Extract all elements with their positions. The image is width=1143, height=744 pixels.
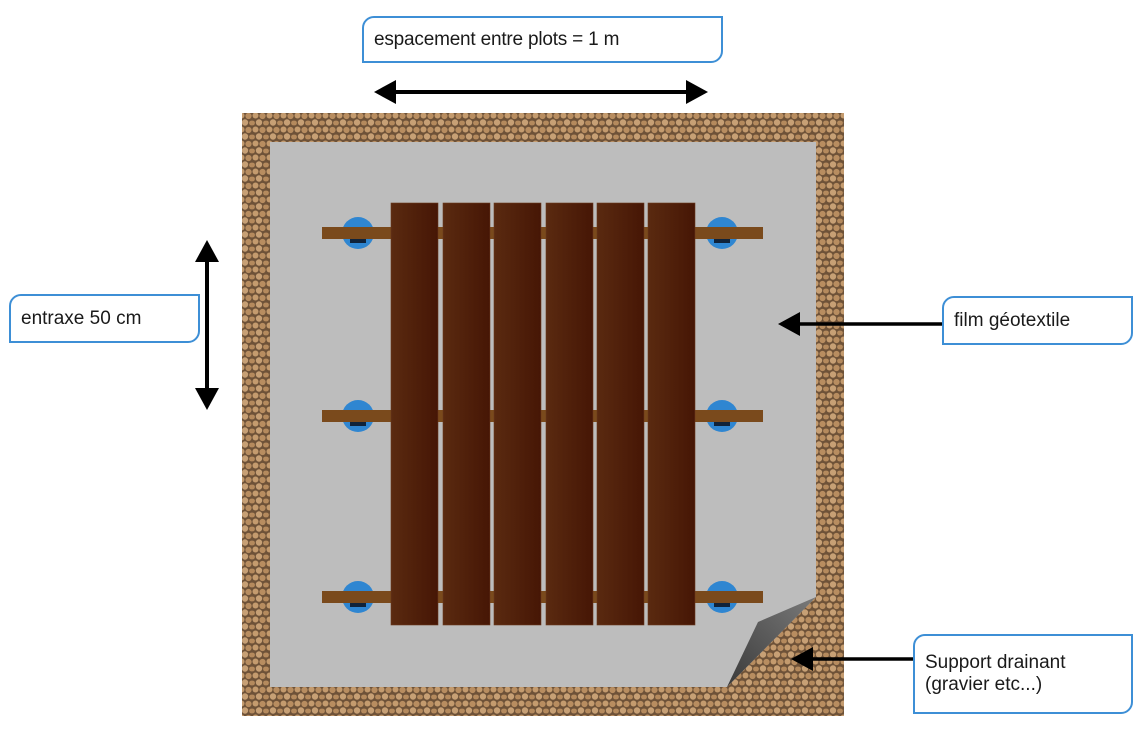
joist [322, 410, 763, 422]
entraxe-arrow [195, 240, 219, 410]
spacing-arrow [374, 80, 708, 104]
deck-board [596, 202, 645, 626]
deck-board [493, 202, 542, 626]
support-label-line1: Support drainant [925, 652, 1066, 673]
spacing-label-text: espacement entre plots = 1 m [374, 28, 620, 50]
geotextile-label: film géotextile [942, 296, 1133, 345]
spacing-label: espacement entre plots = 1 m [362, 16, 723, 63]
deck-board [442, 202, 491, 626]
geotextile-label-text: film géotextile [954, 309, 1071, 331]
entraxe-label-text: entraxe 50 cm [21, 307, 142, 329]
entraxe-label: entraxe 50 cm [9, 294, 200, 343]
support-pointer-arrow [791, 647, 915, 671]
support-label-line2: (gravier etc...) [925, 674, 1043, 695]
film-folded-corner [727, 597, 816, 687]
deck-board [545, 202, 594, 626]
joist [322, 227, 763, 239]
support-label: Support drainant (gravier etc...) [913, 634, 1133, 714]
geotextile-pointer-arrow [778, 312, 944, 336]
deck-board [647, 202, 696, 626]
deck-board [390, 202, 439, 626]
joist [322, 591, 763, 603]
